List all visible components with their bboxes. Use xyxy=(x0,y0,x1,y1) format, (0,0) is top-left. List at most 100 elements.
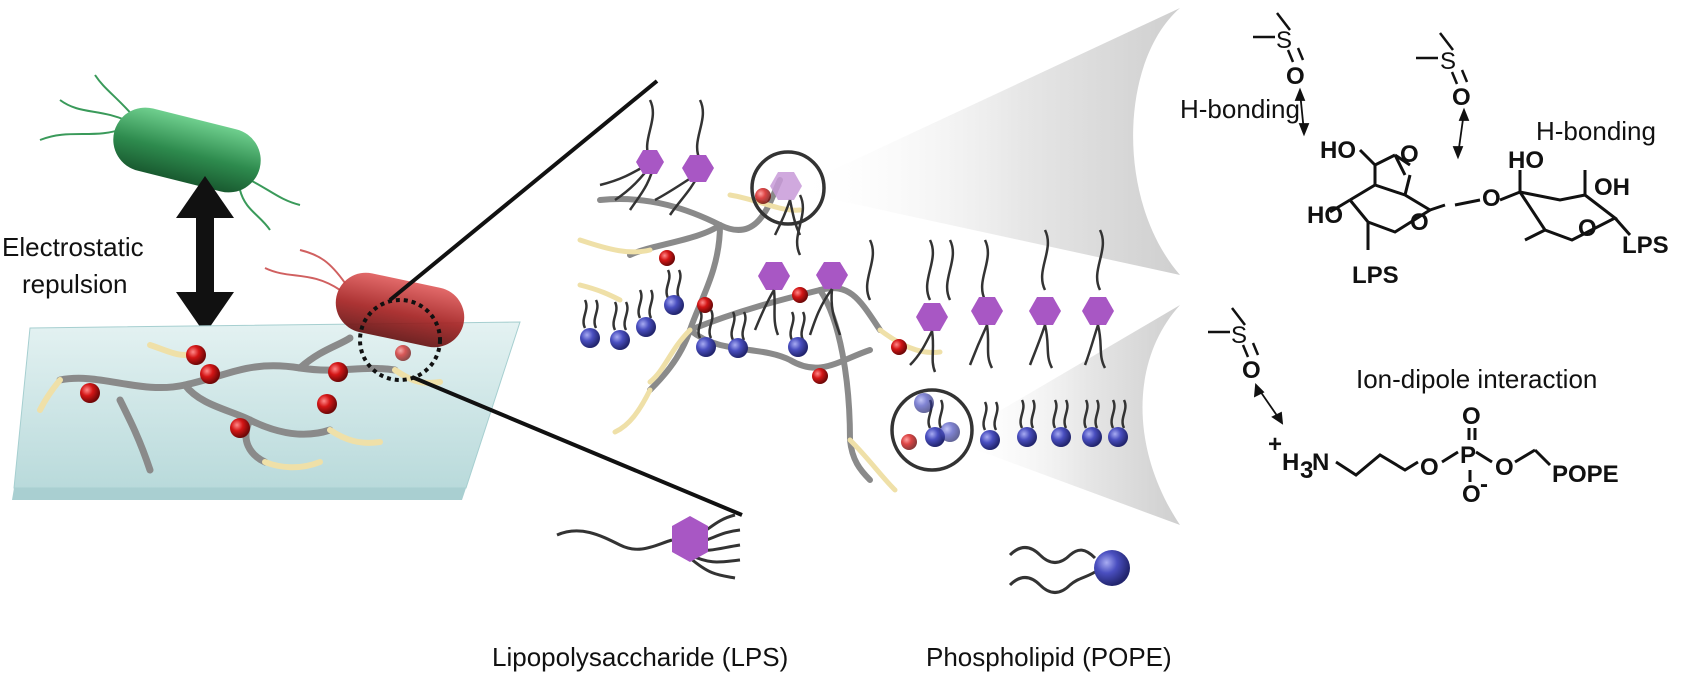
hbond-label-left: H-bonding xyxy=(1180,94,1300,124)
lipid-head xyxy=(914,393,934,413)
ho-label-1: HO xyxy=(1320,137,1356,164)
h3n-subscript: 3 xyxy=(1300,457,1313,484)
legend: Lipopolysaccharide (LPS) Phospholipid (P… xyxy=(492,513,1172,672)
repulsion-label: repulsion xyxy=(22,269,128,299)
lps-unit xyxy=(654,99,714,216)
phospholipid-unit xyxy=(636,289,656,337)
lps-hexagon xyxy=(916,303,948,331)
ion-dipole-arrow xyxy=(1253,383,1284,425)
hbond-label-right: H-bonding xyxy=(1536,116,1656,146)
red-bead xyxy=(697,297,713,313)
lps-unit xyxy=(909,239,948,373)
dmso-o: O xyxy=(1286,63,1305,90)
lps-hexagon xyxy=(971,297,1003,325)
ion-dipole-label: Ion-dipole interaction xyxy=(1356,364,1597,394)
ester-o-2: O xyxy=(1495,454,1514,481)
h3n-h: H xyxy=(1282,449,1299,476)
dmso-molecule xyxy=(1416,32,1469,85)
dmso-molecule xyxy=(1208,307,1260,358)
lps-unit xyxy=(599,99,664,211)
red-bead xyxy=(792,287,808,303)
lipid-head xyxy=(1082,427,1102,447)
sugar-ring xyxy=(1329,148,1446,250)
red-bead xyxy=(80,383,100,403)
red-bacterium-icon xyxy=(264,249,465,348)
lps-unit xyxy=(753,262,790,336)
lps-hexagon xyxy=(636,150,664,174)
glycosidic-o: O xyxy=(1482,185,1501,212)
dmso-s: S xyxy=(1276,27,1292,54)
phospholipids xyxy=(580,269,1128,450)
phosphate-o-minus: O xyxy=(1462,481,1481,508)
phospholipid-unit xyxy=(1051,399,1071,447)
phospholipid-unit xyxy=(696,309,716,357)
legend-pope-icon xyxy=(1008,546,1130,594)
red-bead xyxy=(230,418,250,438)
phospholipid-unit xyxy=(788,311,808,357)
lps-hexagon xyxy=(682,155,714,182)
lps-unit xyxy=(770,172,802,236)
left-panel: Electrostatic repulsion xyxy=(2,74,743,517)
lipid-head xyxy=(728,338,748,358)
dmso-s: S xyxy=(1440,48,1456,75)
lipid-head xyxy=(1108,427,1128,447)
phospholipid-unit xyxy=(1017,399,1037,447)
phospholipid-unit xyxy=(664,269,684,315)
highlight-circle-lps xyxy=(750,150,826,226)
lipid-head xyxy=(980,430,1000,450)
ring-o-2: O xyxy=(1578,215,1597,242)
lipid-head xyxy=(788,337,808,357)
dmso-s: S xyxy=(1231,322,1247,349)
lps-hexagon-icon xyxy=(672,516,708,562)
dmso-o: O xyxy=(1452,84,1471,111)
ester-o-1: O xyxy=(1420,454,1439,481)
chain-bonds xyxy=(1335,428,1552,482)
membrane-red-beads xyxy=(659,188,917,450)
chemistry-top: S O S O H-bonding H-bonding xyxy=(1180,12,1669,289)
phospholipid-unit xyxy=(980,401,1000,450)
phospholipid-unit xyxy=(580,299,600,348)
phospholipid-unit xyxy=(1082,399,1102,447)
lps-unit xyxy=(1082,229,1114,369)
double-arrow-icon xyxy=(176,176,234,334)
lipid-head xyxy=(580,328,600,348)
red-bead xyxy=(755,188,771,204)
lps-units xyxy=(599,99,1114,373)
red-bead xyxy=(812,368,828,384)
yellow-chains xyxy=(577,192,943,493)
legend-pope-label: Phospholipid (POPE) xyxy=(926,642,1172,672)
h3n-n: N xyxy=(1312,449,1329,476)
ho-label-3: HO xyxy=(1508,147,1544,174)
phosphorus: P xyxy=(1460,442,1476,469)
lps-unit xyxy=(1028,229,1061,369)
phospholipid-unit xyxy=(610,301,630,350)
sugar-ring xyxy=(1454,170,1632,242)
lipid-head xyxy=(1017,427,1037,447)
minus-sign: - xyxy=(1480,471,1488,498)
highlight-circle-pope xyxy=(890,388,974,472)
lps-hexagon xyxy=(1029,297,1061,325)
red-bead xyxy=(901,434,917,450)
lps-unit xyxy=(795,194,848,336)
red-bead xyxy=(328,362,348,382)
red-bead xyxy=(891,339,907,355)
phospholipid-unit xyxy=(1108,399,1128,447)
lps-unit xyxy=(968,239,1003,369)
lps-label-1: LPS xyxy=(1352,262,1399,289)
lipid-head xyxy=(940,422,960,442)
ring-o-1: O xyxy=(1410,209,1429,236)
phospholipid-unit xyxy=(728,311,748,358)
red-bead xyxy=(317,394,337,414)
dmso-molecule xyxy=(1253,12,1305,63)
red-bead xyxy=(186,345,206,365)
lipid-head xyxy=(610,330,630,350)
green-bacterium-icon xyxy=(39,74,301,231)
lipid-head xyxy=(636,317,656,337)
red-bead xyxy=(395,345,411,361)
zoom-line-bottom xyxy=(411,375,743,517)
membrane-model xyxy=(577,99,1128,493)
legend-lps-label: Lipopolysaccharide (LPS) xyxy=(492,642,788,672)
legend-lps-icon xyxy=(556,513,741,580)
oh-label: OH xyxy=(1594,174,1630,201)
